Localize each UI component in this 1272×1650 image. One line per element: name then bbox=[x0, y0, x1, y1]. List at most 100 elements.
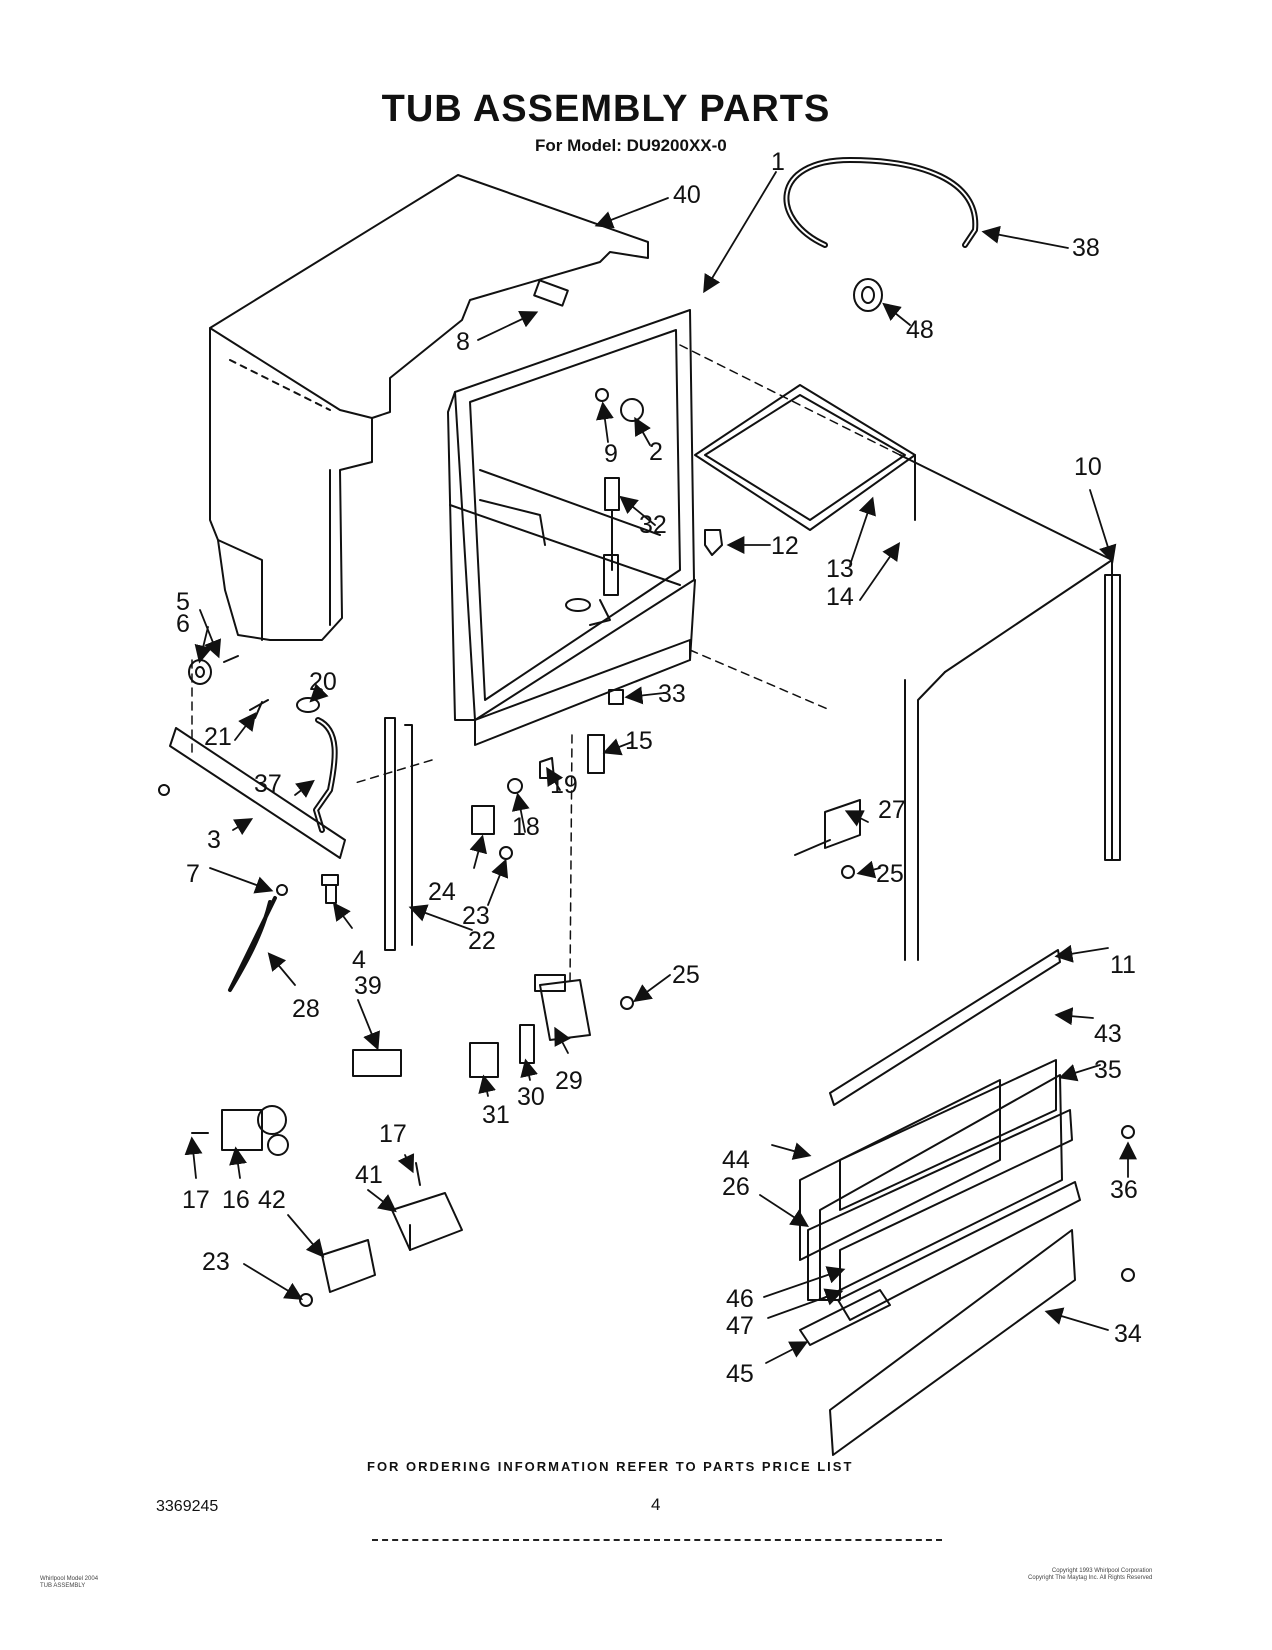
part-33-nut bbox=[608, 689, 624, 705]
callout-46: 46 bbox=[726, 1285, 754, 1313]
callout-17-lower: 17 bbox=[182, 1186, 210, 1214]
callout-41: 41 bbox=[355, 1161, 383, 1189]
fine-print-left-line-1: Whirlpool Model 2004 bbox=[40, 1576, 99, 1582]
callout-39: 39 bbox=[354, 972, 382, 1000]
callout-15: 15 bbox=[625, 727, 653, 755]
part-4-leveling-leg bbox=[321, 874, 339, 904]
callout-5: 5 bbox=[176, 588, 190, 616]
callout-8: 8 bbox=[456, 328, 470, 356]
callout-7: 7 bbox=[186, 860, 200, 888]
callout-13: 13 bbox=[826, 555, 854, 583]
callout-4: 4 bbox=[352, 946, 366, 974]
part-9-screw bbox=[595, 388, 609, 402]
part-32-wash-tube bbox=[603, 477, 620, 596]
part-7-screw-b bbox=[276, 884, 288, 896]
part-18-clip bbox=[507, 778, 523, 794]
callout-20: 20 bbox=[309, 668, 337, 696]
part-36-screw-b bbox=[1121, 1268, 1135, 1282]
callout-45: 45 bbox=[726, 1360, 754, 1388]
callout-25-upper: 25 bbox=[876, 860, 904, 888]
part-38-drain-hose bbox=[783, 157, 979, 248]
part-30-actuator bbox=[519, 1024, 535, 1064]
part-26-control-housing bbox=[807, 1109, 1073, 1301]
part-42-cover bbox=[321, 1239, 376, 1293]
callout-12: 12 bbox=[771, 532, 799, 560]
callout-16: 16 bbox=[222, 1186, 250, 1214]
part-8-bracket bbox=[533, 279, 569, 307]
callout-29: 29 bbox=[555, 1067, 583, 1095]
document-number: 3369245 bbox=[156, 1498, 219, 1515]
part-10-insulation-blanket bbox=[899, 454, 1121, 961]
part-41-junction-box bbox=[391, 1192, 463, 1251]
callout-18: 18 bbox=[512, 813, 540, 841]
part-45-grille bbox=[799, 1289, 891, 1346]
part-24-switch bbox=[471, 805, 495, 835]
part-16-water-valve bbox=[221, 1105, 289, 1156]
fine-print-right-line-1: Copyright 1993 Whirlpool Corporation bbox=[1051, 1568, 1153, 1574]
part-25-screw-a bbox=[841, 865, 855, 879]
part-39-block bbox=[352, 1049, 402, 1077]
callout-36: 36 bbox=[1110, 1176, 1138, 1204]
callout-40: 40 bbox=[673, 181, 701, 209]
page-number: 4 bbox=[651, 1495, 661, 1514]
part-5-screw bbox=[223, 655, 239, 663]
part-22-trim-strip bbox=[384, 717, 413, 951]
callout-35: 35 bbox=[1094, 1056, 1122, 1084]
part-15-float bbox=[587, 734, 605, 774]
callout-48: 48 bbox=[906, 316, 934, 344]
callout-23-upper: 23 bbox=[462, 902, 490, 930]
part-29-switch-assembly bbox=[534, 974, 591, 1041]
part-12-clip bbox=[704, 529, 723, 556]
part-13-sump-panel bbox=[694, 384, 916, 531]
model-subtitle: For Model: DU9200XX-0 bbox=[535, 136, 727, 155]
part-44-panel bbox=[799, 1079, 1001, 1261]
part-23-screw bbox=[499, 846, 513, 860]
page-title: TUB ASSEMBLY PARTS bbox=[0, 88, 1272, 131]
dashed-guides bbox=[191, 344, 901, 986]
page-title-text: TUB ASSEMBLY PARTS bbox=[381, 88, 831, 130]
part-23-screw-b bbox=[299, 1293, 313, 1307]
fine-print-right: Copyright 1993 Whirlpool Corporation Cop… bbox=[1028, 1568, 1152, 1582]
callout-14: 14 bbox=[826, 583, 854, 611]
callout-2: 2 bbox=[649, 438, 663, 466]
part-6-washer bbox=[188, 659, 212, 685]
callout-33: 33 bbox=[658, 680, 686, 708]
callout-30: 30 bbox=[517, 1083, 545, 1111]
part-20-clip bbox=[296, 697, 320, 713]
callout-1: 1 bbox=[771, 148, 785, 176]
part-47-vent bbox=[837, 1181, 1081, 1321]
ordering-note: FOR ORDERING INFORMATION REFER TO PARTS … bbox=[367, 1459, 854, 1474]
part-2-fitting bbox=[620, 398, 644, 422]
callout-19: 19 bbox=[550, 771, 578, 799]
part-37-highlight bbox=[315, 719, 336, 831]
callout-32: 32 bbox=[639, 511, 667, 539]
part-34-toe-panel bbox=[829, 1229, 1076, 1456]
part-48-hose-clamp bbox=[853, 278, 883, 312]
part-35-frame bbox=[819, 1074, 1063, 1301]
inner-tub-detail bbox=[479, 469, 661, 626]
part-27-hinge-bracket bbox=[794, 799, 861, 856]
callout-37: 37 bbox=[254, 770, 282, 798]
callout-43: 43 bbox=[1094, 1020, 1122, 1048]
callout-38: 38 bbox=[1072, 234, 1100, 262]
part-7-screw-a bbox=[158, 784, 170, 796]
callout-21: 21 bbox=[204, 723, 232, 751]
part-40-outer-tub bbox=[209, 174, 649, 641]
fine-print-left: Whirlpool Model 2004 TUB ASSEMBLY bbox=[40, 1576, 98, 1590]
callout-42: 42 bbox=[258, 1186, 286, 1214]
fine-print-left-line-2: TUB ASSEMBLY bbox=[40, 1583, 86, 1589]
fine-print-right-line-2: Copyright The Maytag Inc. All Rights Res… bbox=[1028, 1575, 1153, 1581]
part-1-door-frame bbox=[447, 309, 696, 746]
callout-26: 26 bbox=[722, 1173, 750, 1201]
callout-17-upper: 17 bbox=[379, 1120, 407, 1148]
part-36-screw-a bbox=[1121, 1125, 1135, 1139]
callout-34: 34 bbox=[1114, 1320, 1142, 1348]
callout-23-lower: 23 bbox=[202, 1248, 230, 1276]
callout-27: 27 bbox=[878, 796, 906, 824]
callout-28: 28 bbox=[292, 995, 320, 1023]
part-3-mounting-bracket bbox=[169, 727, 346, 859]
leader-lines bbox=[184, 171, 1137, 1364]
callout-10: 10 bbox=[1074, 453, 1102, 481]
callout-47: 47 bbox=[726, 1312, 754, 1340]
